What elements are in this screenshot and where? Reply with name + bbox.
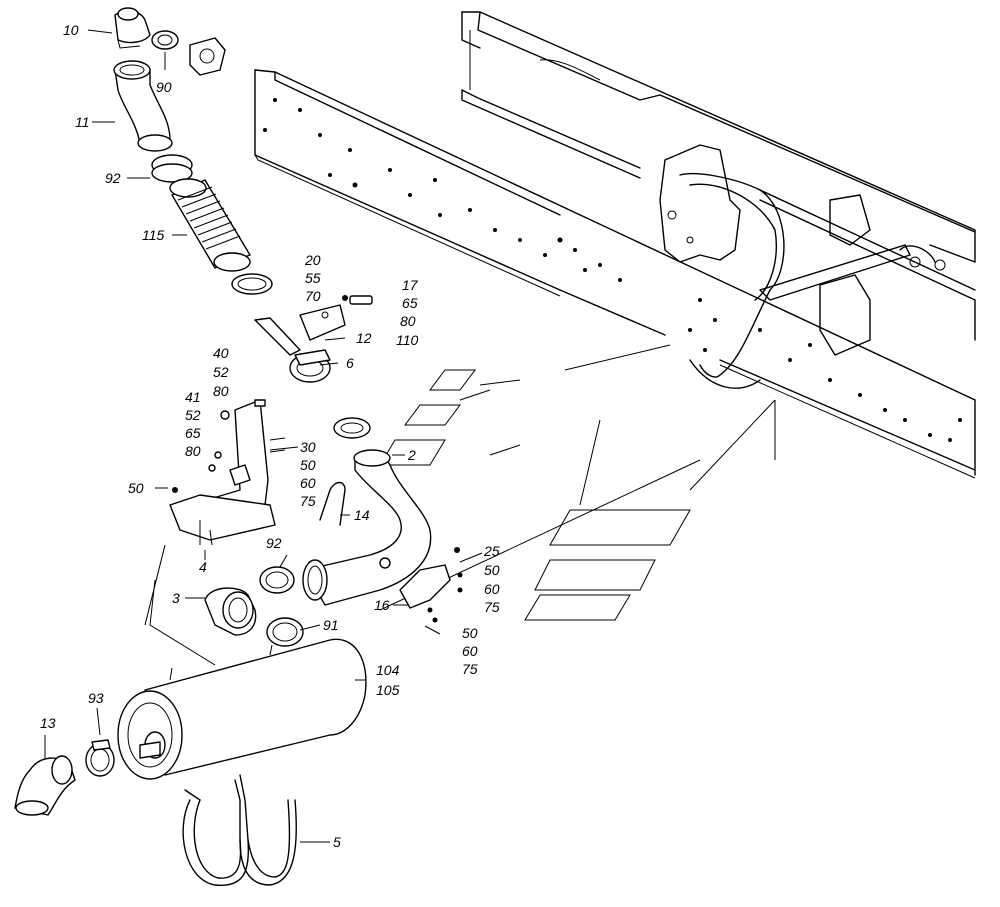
frame-holes	[263, 98, 962, 442]
label-50-b: 50	[128, 480, 144, 496]
label-93: 93	[88, 690, 104, 706]
label-60-a: 60	[300, 475, 316, 491]
part-13-elbow	[14, 755, 76, 816]
clamp-30	[333, 417, 371, 439]
callout-labels: 10 90 11 92 115 20 55 70 17 65 12 80 110…	[40, 22, 500, 850]
label-3: 3	[172, 590, 180, 606]
part-92-clamp	[151, 154, 193, 183]
cross-member	[759, 194, 946, 356]
label-11: 11	[75, 114, 90, 130]
label-110: 110	[396, 332, 419, 348]
label-10: 10	[63, 22, 79, 38]
label-50-d: 50	[462, 625, 478, 641]
label-91: 91	[323, 617, 339, 633]
label-75-a: 75	[300, 493, 316, 509]
label-52-a: 52	[213, 364, 229, 380]
label-12: 12	[356, 330, 372, 346]
label-14: 14	[354, 507, 370, 523]
label-13: 13	[40, 715, 56, 731]
label-90: 90	[156, 79, 172, 95]
label-115: 115	[142, 227, 165, 243]
part-4-bracket	[169, 399, 286, 546]
label-80-c: 80	[185, 443, 201, 459]
label-25: 25	[483, 543, 500, 559]
label-75-b: 75	[484, 599, 500, 615]
part-93-clamp	[85, 739, 115, 777]
label-17: 17	[402, 277, 419, 293]
part-6-clamp	[289, 349, 331, 383]
label-2: 2	[407, 447, 416, 463]
label-30: 30	[300, 439, 316, 455]
label-105: 105	[376, 682, 400, 698]
part-115-flex-hose	[169, 178, 273, 295]
label-92-lower: 92	[266, 535, 282, 551]
label-80-b: 80	[213, 383, 229, 399]
label-52-b: 52	[185, 407, 201, 423]
lower-frame-rail	[254, 69, 976, 479]
label-55: 55	[305, 270, 321, 286]
label-4: 4	[199, 559, 207, 575]
part-92-lower-clamp	[259, 566, 295, 594]
engine-bell-housing	[659, 144, 785, 389]
label-40: 40	[213, 345, 229, 361]
label-92-upper: 92	[105, 170, 121, 186]
part-2-pipe	[302, 449, 432, 606]
label-41: 41	[185, 389, 201, 405]
label-75-c: 75	[462, 661, 478, 677]
label-80-top: 80	[400, 313, 416, 329]
label-20: 20	[304, 252, 321, 268]
leader-lines	[44, 29, 483, 843]
part-90-clamp-flange	[151, 30, 226, 76]
label-16: 16	[374, 597, 390, 613]
label-70: 70	[305, 288, 321, 304]
label-5: 5	[333, 834, 341, 850]
label-65-top: 65	[402, 295, 418, 311]
part-12-bracket	[254, 295, 373, 356]
label-104: 104	[376, 662, 400, 678]
label-6: 6	[346, 355, 354, 371]
label-50-a: 50	[300, 457, 316, 473]
part-14-u-bolt	[319, 481, 346, 526]
label-60-c: 60	[462, 643, 478, 659]
part-16-bracket	[379, 547, 463, 623]
label-65-b: 65	[185, 425, 201, 441]
upper-frame-rail	[461, 11, 976, 341]
part-3-elbow	[204, 587, 257, 636]
part-11-pipe	[113, 60, 173, 152]
part-104-muffler	[117, 638, 367, 780]
label-60-b: 60	[484, 581, 500, 597]
part-5-straps	[182, 774, 297, 886]
part-91-clamp	[266, 617, 304, 647]
label-50-c: 50	[484, 562, 500, 578]
part-10-elbow	[114, 7, 151, 49]
